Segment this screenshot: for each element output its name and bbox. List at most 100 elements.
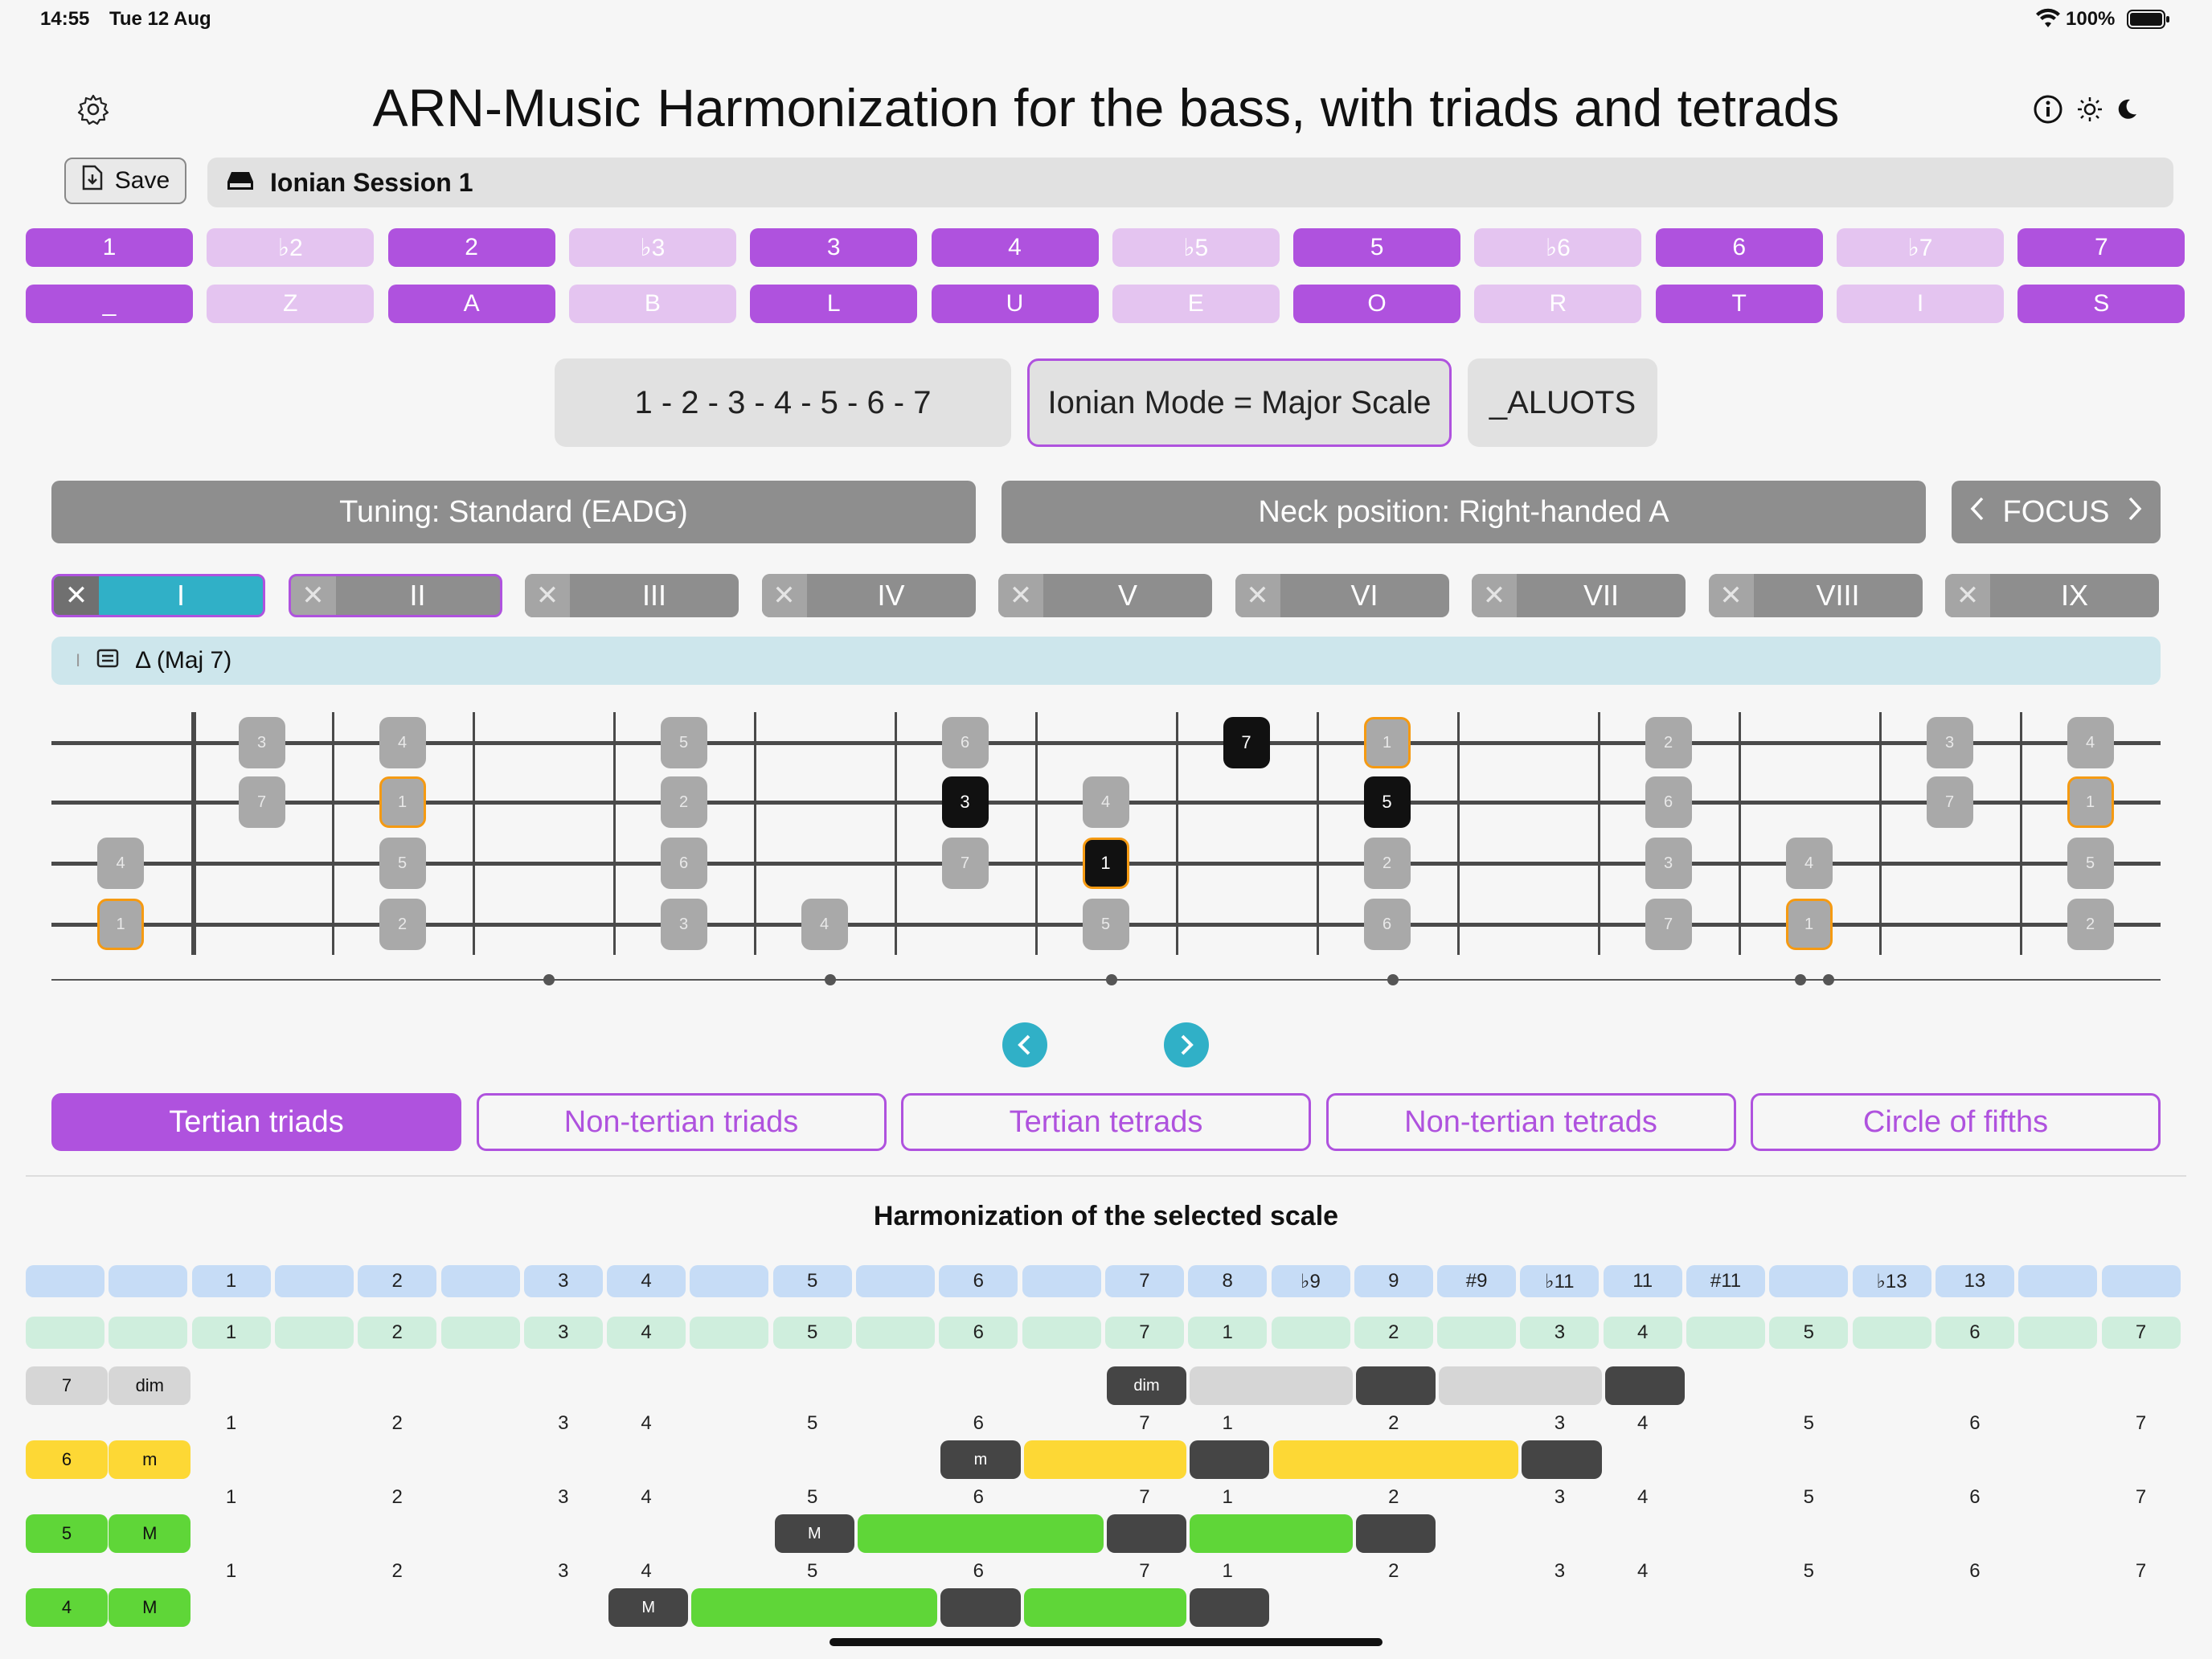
previous-chord-button[interactable] [1002, 1022, 1047, 1067]
mode-tab-3[interactable]: Non-tertian tetrads [1325, 1093, 1736, 1151]
position-tab-2[interactable]: ✕II [288, 574, 502, 617]
mode-tab-0[interactable]: Tertian triads [51, 1093, 461, 1151]
position-close-icon[interactable]: ✕ [1945, 574, 1990, 617]
scale-formula-box[interactable]: 1 - 2 - 3 - 4 - 5 - 6 - 7 [555, 358, 1011, 447]
letter-toggle-7[interactable]: O [1293, 285, 1461, 323]
position-close-icon[interactable]: ✕ [525, 574, 570, 617]
letter-toggle-9[interactable]: T [1655, 285, 1823, 323]
settings-gear-icon[interactable] [76, 92, 111, 127]
letter-toggle-11[interactable]: S [2017, 285, 2185, 323]
fret-note[interactable]: 4 [97, 838, 144, 889]
fret-note[interactable]: 3 [660, 899, 707, 950]
fret-note[interactable]: 1 [1363, 717, 1411, 768]
position-tab-3[interactable]: ✕III [525, 574, 739, 617]
position-tab-5[interactable]: ✕V [998, 574, 1212, 617]
fret-note[interactable]: 2 [1645, 717, 1692, 768]
fret-note[interactable]: 7 [1223, 717, 1270, 768]
fret-note[interactable]: 2 [2067, 899, 2114, 950]
fret-note[interactable]: 1 [1785, 899, 1833, 950]
fret-note[interactable]: 5 [2067, 838, 2114, 889]
letter-toggle-0[interactable]: _ [26, 285, 193, 323]
position-close-icon[interactable]: ✕ [1708, 574, 1754, 617]
letter-toggle-6[interactable]: E [1112, 285, 1280, 323]
save-button[interactable]: Save [64, 158, 186, 204]
position-tab-1[interactable]: ✕I [51, 574, 265, 617]
tuning-selector[interactable]: Tuning: Standard (EADG) [51, 481, 976, 543]
fret-note[interactable]: 6 [941, 717, 989, 768]
fret-note[interactable]: 3 [238, 717, 285, 768]
fret-note[interactable]: 1 [97, 899, 144, 950]
scale-code-box[interactable]: _ALUOTS [1468, 358, 1657, 447]
fret-note[interactable]: 7 [941, 838, 989, 889]
position-close-icon[interactable]: ✕ [290, 576, 336, 615]
position-close-icon[interactable]: ✕ [1235, 574, 1280, 617]
degree-toggle-10[interactable]: ♭7 [1837, 228, 2004, 267]
position-tab-6[interactable]: ✕VI [1235, 574, 1449, 617]
letter-toggle-1[interactable]: Z [207, 285, 375, 323]
fret-note[interactable]: 6 [1363, 899, 1411, 950]
degree-toggle-11[interactable]: 7 [2017, 228, 2185, 267]
next-chord-button[interactable] [1164, 1022, 1209, 1067]
degree-toggle-9[interactable]: 6 [1655, 228, 1823, 267]
neck-position-selector[interactable]: Neck position: Right-handed A [1002, 481, 1926, 543]
fret-note[interactable]: 4 [801, 899, 848, 950]
fret-note[interactable]: 1 [1082, 838, 1129, 889]
position-close-icon[interactable]: ✕ [998, 574, 1043, 617]
focus-prev-chevron-icon[interactable] [1969, 495, 1985, 530]
light-mode-sun-icon[interactable] [2072, 92, 2108, 127]
focus-next-chevron-icon[interactable] [2127, 495, 2143, 530]
position-close-icon[interactable]: ✕ [761, 574, 807, 617]
fret-note[interactable]: 5 [379, 838, 426, 889]
degree-toggle-6[interactable]: ♭5 [1112, 228, 1280, 267]
degree-toggle-0[interactable]: 1 [26, 228, 193, 267]
position-tab-9[interactable]: ✕IX [1945, 574, 2159, 617]
mode-tab-2[interactable]: Tertian tetrads [901, 1093, 1311, 1151]
position-close-icon[interactable]: ✕ [1472, 574, 1517, 617]
chord-list-icon[interactable] [96, 647, 119, 674]
fret-note[interactable]: 4 [1082, 776, 1129, 828]
fret-note[interactable]: 2 [379, 899, 426, 950]
fret-note[interactable]: 1 [2067, 776, 2114, 828]
letter-toggle-4[interactable]: L [750, 285, 918, 323]
fret-note[interactable]: 6 [660, 838, 707, 889]
fret-note[interactable]: 5 [1363, 776, 1411, 828]
fret-note[interactable]: 4 [1785, 838, 1833, 889]
degree-toggle-4[interactable]: 3 [750, 228, 918, 267]
degree-toggle-3[interactable]: ♭3 [568, 228, 736, 267]
fret-note[interactable]: 3 [941, 776, 989, 828]
session-field[interactable]: Ionian Session 1 [207, 158, 2173, 207]
degree-toggle-8[interactable]: ♭6 [1474, 228, 1642, 267]
fret-note[interactable]: 3 [1645, 838, 1692, 889]
fret-note[interactable]: 4 [2067, 717, 2114, 768]
fret-note[interactable]: 1 [379, 776, 426, 828]
position-tab-4[interactable]: ✕IV [761, 574, 976, 617]
degree-toggle-2[interactable]: 2 [387, 228, 555, 267]
fret-note[interactable]: 3 [1926, 717, 1973, 768]
info-icon[interactable] [2030, 92, 2066, 127]
letter-toggle-10[interactable]: I [1837, 285, 2004, 323]
mode-tab-1[interactable]: Non-tertian triads [476, 1093, 887, 1151]
letter-toggle-2[interactable]: A [387, 285, 555, 323]
fret-note[interactable]: 7 [1645, 899, 1692, 950]
fret-note[interactable]: 7 [238, 776, 285, 828]
letter-toggle-8[interactable]: R [1474, 285, 1642, 323]
chord-tone-segment [1023, 1440, 1187, 1479]
fret-note[interactable]: 4 [379, 717, 426, 768]
fret-note[interactable]: 2 [660, 776, 707, 828]
position-tab-8[interactable]: ✕VIII [1708, 574, 1923, 617]
position-close-icon[interactable]: ✕ [54, 576, 99, 615]
fret-note[interactable]: 6 [1645, 776, 1692, 828]
letter-toggle-3[interactable]: B [568, 285, 736, 323]
fret-note[interactable]: 7 [1926, 776, 1973, 828]
fret-note[interactable]: 5 [1082, 899, 1129, 950]
mode-tab-4[interactable]: Circle of fifths [1751, 1093, 2161, 1151]
mode-name-box[interactable]: Ionian Mode = Major Scale [1027, 358, 1452, 447]
position-tab-7[interactable]: ✕VII [1472, 574, 1686, 617]
degree-toggle-1[interactable]: ♭2 [207, 228, 375, 267]
degree-toggle-5[interactable]: 4 [931, 228, 1099, 267]
letter-toggle-5[interactable]: U [931, 285, 1099, 323]
degree-toggle-7[interactable]: 5 [1293, 228, 1461, 267]
dark-mode-moon-icon[interactable] [2109, 92, 2144, 127]
fret-note[interactable]: 5 [660, 717, 707, 768]
fret-note[interactable]: 2 [1363, 838, 1411, 889]
